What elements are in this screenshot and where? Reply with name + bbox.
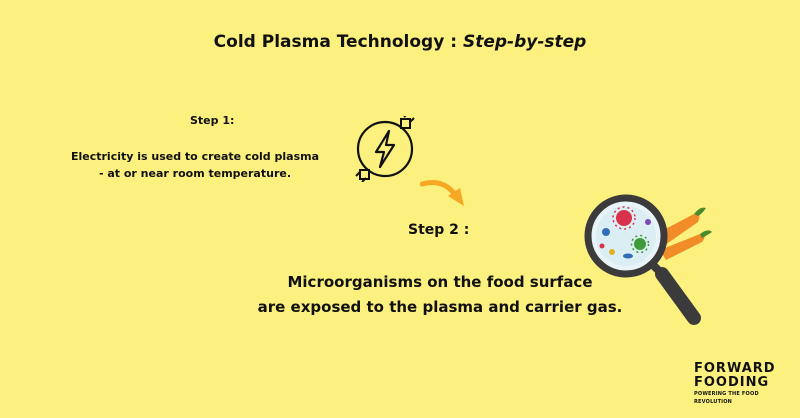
step1-description: Electricity is used to create cold plasm… bbox=[70, 148, 320, 182]
step2-heading: Step 2 : bbox=[408, 222, 469, 238]
forward-fooding-logo: FORWARD FOODING POWERING THE FOOD REVOLU… bbox=[694, 362, 794, 410]
step2-line1: Microorganisms on the food surface bbox=[240, 270, 640, 295]
arrow-icon bbox=[420, 178, 468, 210]
title-emphasis: Step-by-step bbox=[463, 32, 586, 52]
title-main: Cold Plasma Technology : bbox=[214, 32, 463, 52]
step2-description: Microorganisms on the food surface are e… bbox=[240, 270, 640, 320]
magnifier-microbes-icon bbox=[582, 192, 712, 328]
logo-line2: FOODING bbox=[694, 376, 794, 390]
logo-tagline: POWERING THE FOOD REVOLUTION bbox=[694, 390, 794, 406]
electricity-icon bbox=[352, 116, 418, 182]
step2-line2: are exposed to the plasma and carrier ga… bbox=[240, 295, 640, 320]
logo-line1: FORWARD bbox=[694, 362, 794, 376]
page-title: Cold Plasma Technology : Step-by-step bbox=[0, 32, 800, 52]
step1-heading: Step 1: bbox=[190, 114, 234, 127]
